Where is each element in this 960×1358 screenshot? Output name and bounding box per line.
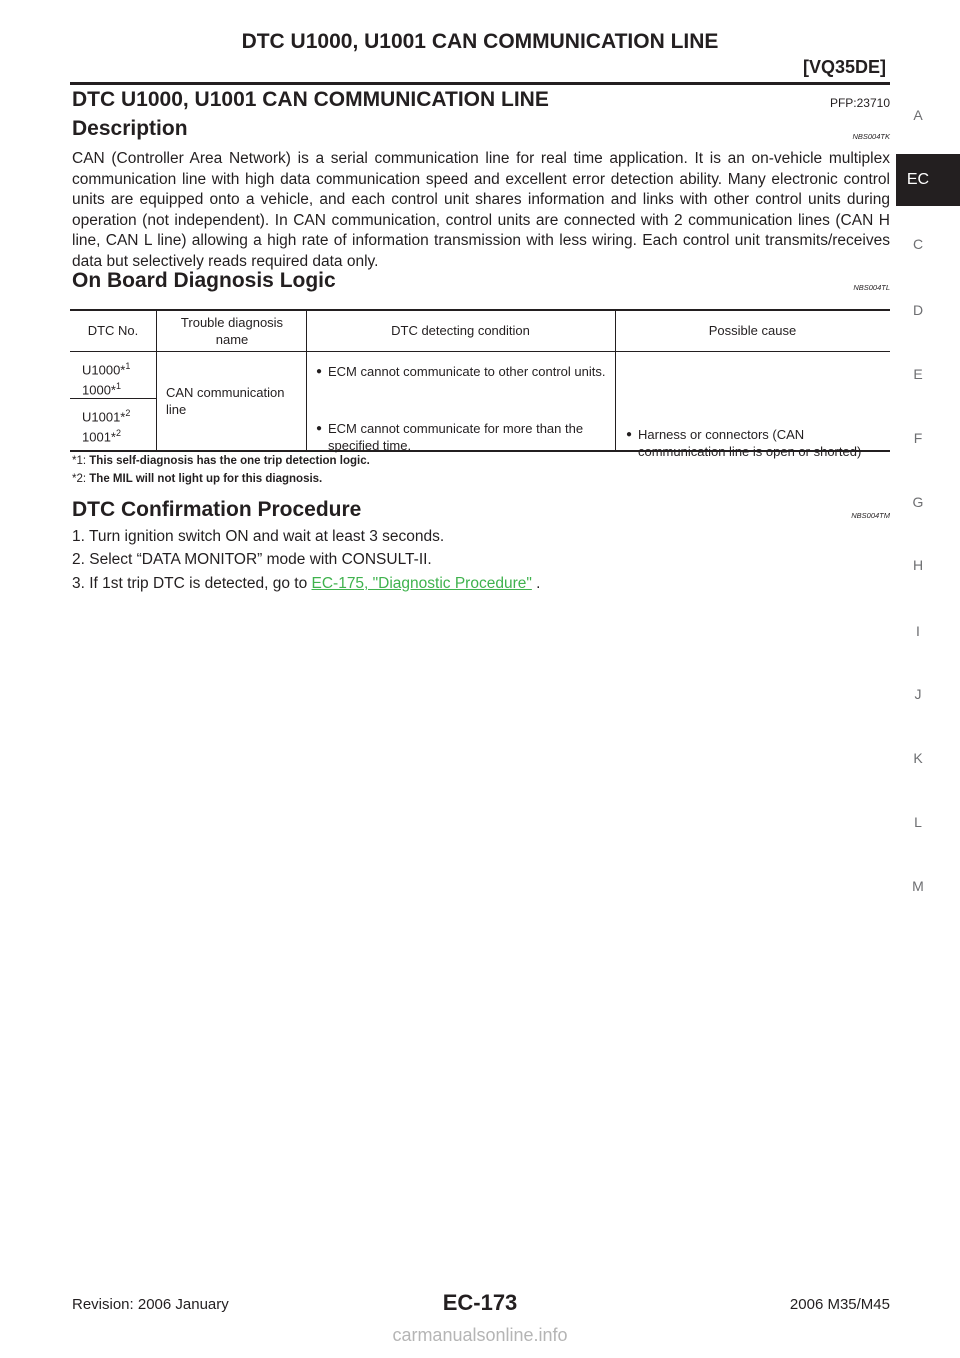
side-tab-h[interactable]: H bbox=[912, 557, 924, 573]
dtc-code: U1000*1 bbox=[82, 361, 131, 378]
confirmation-ref: NBS004TM bbox=[851, 511, 890, 520]
confirmation-heading: DTC Confirmation Procedure bbox=[72, 498, 362, 521]
side-tab-f[interactable]: F bbox=[913, 430, 923, 446]
description-heading: Description bbox=[72, 117, 188, 140]
side-tab-j[interactable]: J bbox=[914, 686, 922, 702]
side-tab-a[interactable]: A bbox=[913, 107, 923, 123]
model-name: 2006 M35/M45 bbox=[789, 1296, 890, 1313]
condition-item: ECM cannot communicate for more than the… bbox=[316, 420, 618, 454]
side-tab-k[interactable]: K bbox=[913, 750, 923, 766]
trouble-name: CAN communication line bbox=[166, 385, 285, 417]
side-tab-c[interactable]: C bbox=[912, 236, 924, 252]
engine-code: [VQ35DE] bbox=[802, 57, 886, 77]
page-number: EC-173 bbox=[442, 1290, 518, 1315]
possible-cause: Harness or connectors (CAN communication… bbox=[626, 426, 888, 460]
header-rule bbox=[70, 82, 890, 85]
side-tab-e[interactable]: E bbox=[913, 366, 923, 382]
dtc-code: U1001*2 bbox=[82, 408, 131, 425]
description-text: CAN (Controller Area Network) is a seria… bbox=[72, 150, 890, 270]
side-tab-i[interactable]: I bbox=[916, 623, 920, 639]
table-top-rule bbox=[70, 309, 890, 311]
section-title: DTC U1000, U1001 CAN COMMUNICATION LINE bbox=[72, 88, 549, 111]
diagnostic-procedure-link[interactable]: EC-175, "Diagnostic Procedure" bbox=[311, 575, 532, 592]
th-condition: DTC detecting condition bbox=[391, 323, 530, 338]
obd-ref: NBS004TL bbox=[853, 283, 890, 292]
side-tab-g[interactable]: G bbox=[912, 494, 924, 510]
pfp-code: PFP:23710 bbox=[829, 96, 890, 110]
procedure-step: 3. If 1st trip DTC is detected, go to EC… bbox=[72, 575, 541, 592]
th-trouble-name: Trouble diagnosis name bbox=[180, 315, 284, 347]
th-cause: Possible cause bbox=[708, 323, 797, 338]
dtc-code: 1001*2 bbox=[82, 428, 121, 445]
table-col-divider bbox=[156, 311, 157, 450]
footnote: *2: The MIL will not light up for this d… bbox=[72, 473, 323, 485]
revision-date: Revision: 2006 January bbox=[72, 1296, 229, 1313]
th-dtc-no: DTC No. bbox=[87, 323, 139, 338]
procedure-step: 2. Select “DATA MONITOR” mode with CONSU… bbox=[72, 551, 432, 568]
table-row-rule bbox=[70, 398, 156, 399]
side-tab-m[interactable]: M bbox=[912, 878, 924, 894]
procedure-step: 1. Turn ignition switch ON and wait at l… bbox=[72, 528, 445, 545]
watermark: carmanualsonline.info bbox=[392, 1325, 568, 1345]
running-header-title: DTC U1000, U1001 CAN COMMUNICATION LINE bbox=[241, 30, 719, 53]
table-header-rule bbox=[70, 351, 890, 352]
description-ref: NBS004TK bbox=[852, 132, 890, 141]
table-col-divider bbox=[615, 311, 616, 450]
side-tab-d[interactable]: D bbox=[912, 302, 924, 318]
side-tab-ec[interactable]: EC bbox=[896, 154, 960, 206]
dtc-code: 1000*1 bbox=[82, 381, 121, 398]
table-col-divider bbox=[306, 311, 307, 450]
obd-heading: On Board Diagnosis Logic bbox=[72, 269, 336, 292]
condition-item: ECM cannot communicate to other control … bbox=[316, 363, 618, 380]
footnote: *1: This self-diagnosis has the one trip… bbox=[72, 455, 370, 467]
side-tab-l[interactable]: L bbox=[914, 814, 922, 830]
